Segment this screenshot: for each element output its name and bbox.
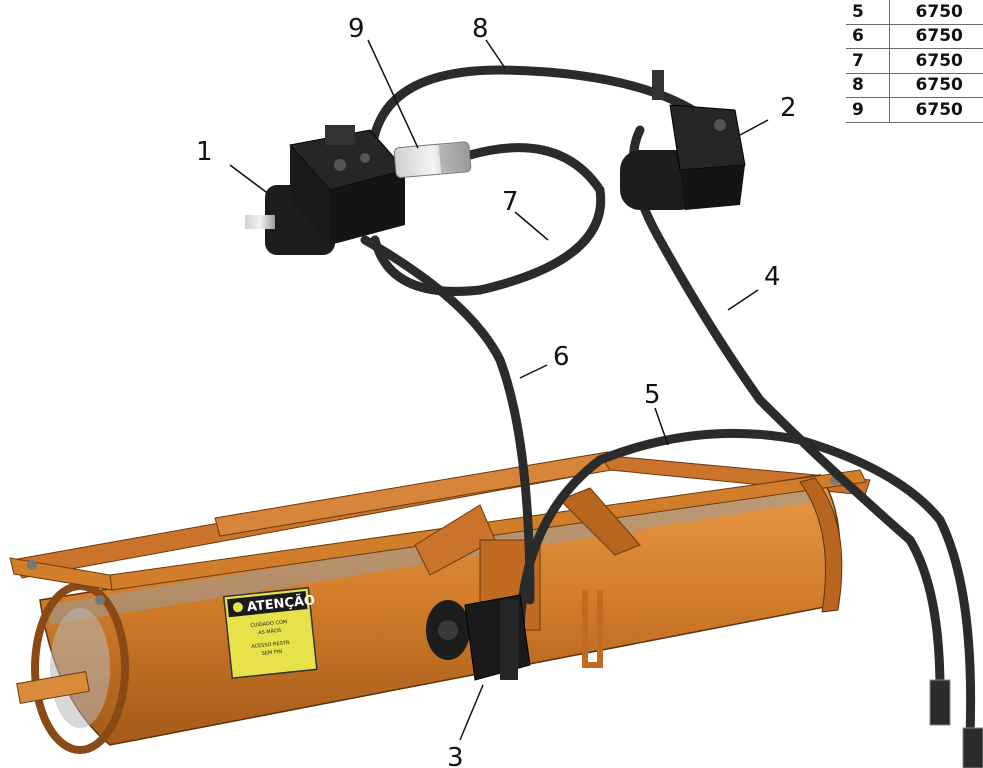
- callout-8: 8: [472, 14, 489, 44]
- warning-line: AS MÃOS: [258, 627, 282, 636]
- warning-line: CUIDADO COM: [250, 619, 287, 629]
- callout-7: 7: [502, 187, 519, 217]
- item-number: 5: [846, 0, 890, 25]
- callout-4: 4: [764, 262, 781, 292]
- hose-6: [360, 235, 535, 605]
- callout-6: 6: [553, 342, 570, 372]
- table-row: 5 6750: [846, 0, 983, 25]
- hose-end-connectors: [929, 679, 983, 768]
- callout-2: 2: [780, 93, 797, 123]
- table-row: 9 6750: [846, 97, 983, 123]
- item-number: 6: [846, 24, 890, 49]
- item-value: 6750: [889, 0, 983, 25]
- warning-label: ATENÇÃO CUIDADO COM AS MÃOS ACESSO RESTR…: [222, 586, 318, 680]
- item-value: 6750: [889, 24, 983, 49]
- pump-3: [426, 594, 531, 681]
- item-value: 6750: [889, 48, 983, 74]
- item-number: 8: [846, 73, 890, 98]
- item-number: 7: [846, 48, 890, 74]
- warning-title: ATENÇÃO: [246, 592, 316, 615]
- hose-7: [370, 143, 606, 296]
- table-row: 6 6750: [846, 24, 983, 49]
- table-row: 8 6750: [846, 73, 983, 98]
- implement-body: [9, 451, 871, 754]
- callout-1: 1: [196, 137, 213, 167]
- parts-table: 5 6750 6 6750 7 6750 8 6750 9 6750: [846, 0, 983, 123]
- table-row: 7 6750: [846, 48, 983, 74]
- leader-lines: [229, 39, 769, 741]
- warning-line: SEM PIN: [261, 649, 282, 657]
- callout-numbers: 1 2 3 4 5 6 7 8 9: [196, 14, 797, 768]
- hoses: [360, 65, 976, 740]
- pump-2: [620, 70, 746, 210]
- hose-4: [628, 125, 945, 695]
- callout-3: 3: [447, 743, 464, 768]
- rod-9: [393, 141, 472, 179]
- callout-9: 9: [348, 14, 365, 44]
- pump-1: [245, 125, 406, 255]
- item-value: 6750: [889, 97, 983, 123]
- hose-5: [515, 428, 976, 740]
- callout-5: 5: [644, 380, 661, 410]
- warning-line: ACESSO RESTR.: [251, 640, 291, 650]
- item-value: 6750: [889, 73, 983, 98]
- item-number: 9: [846, 97, 890, 123]
